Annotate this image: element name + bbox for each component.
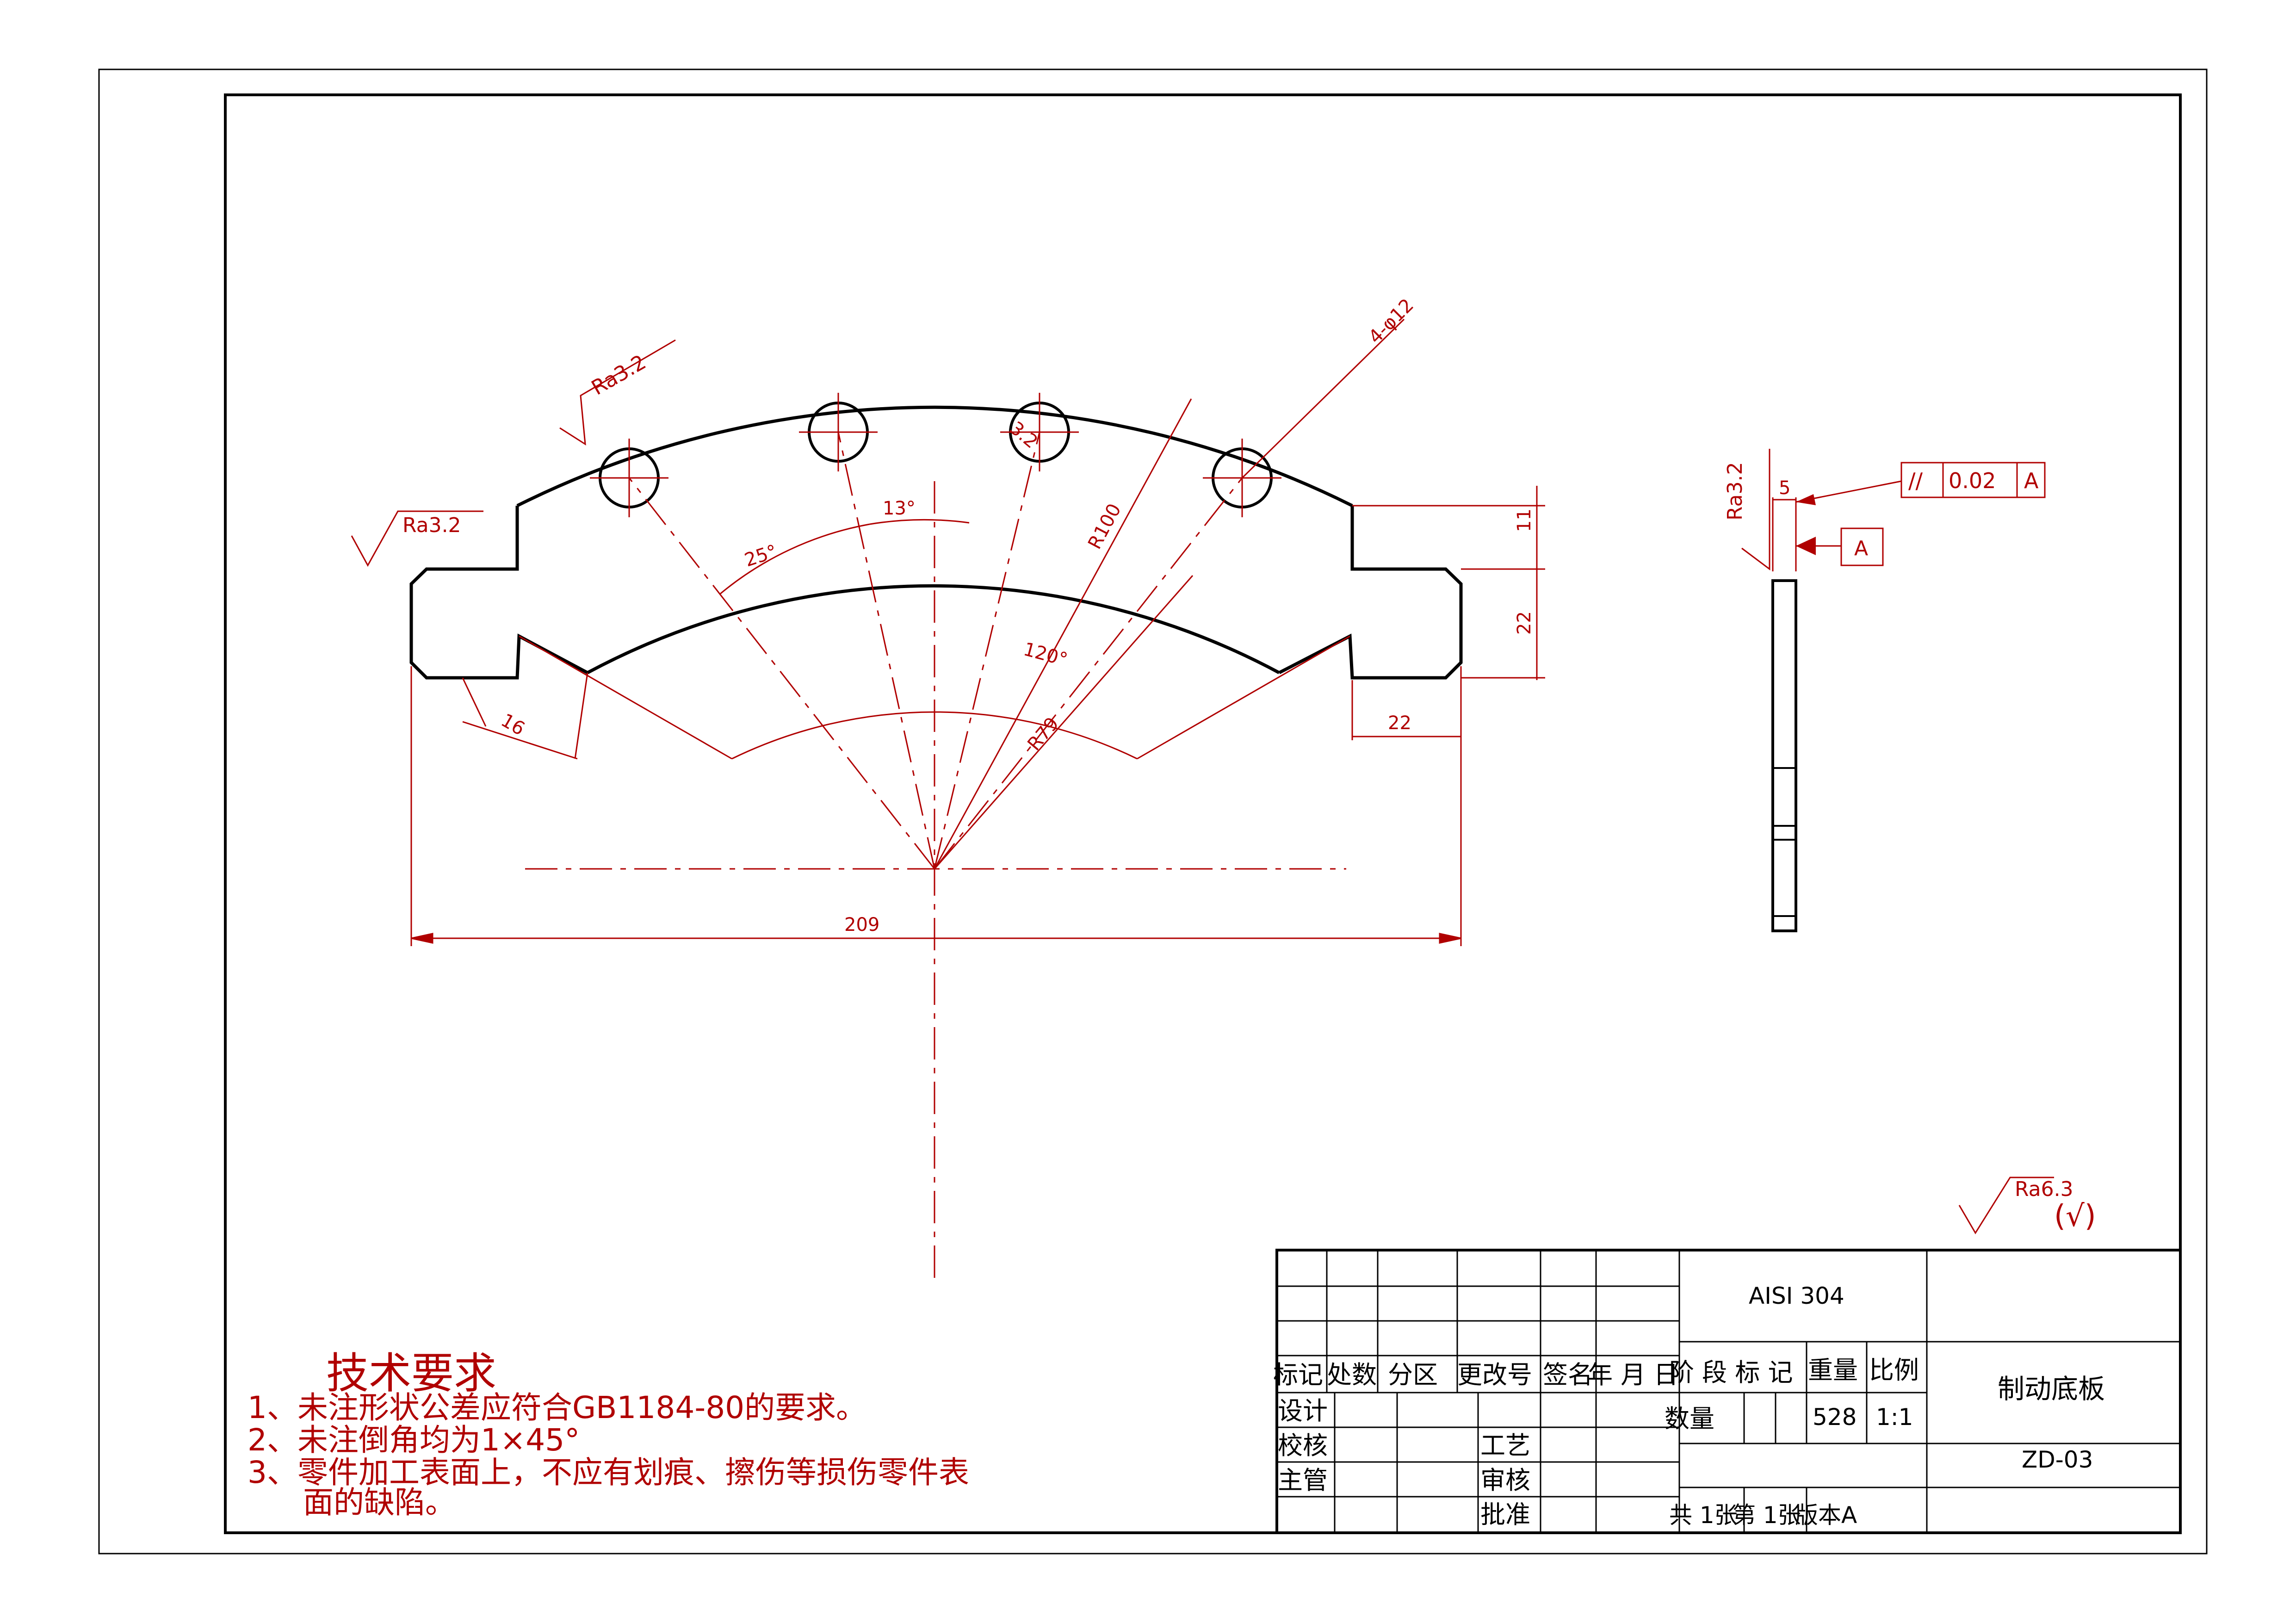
header-date: 年 月 日 (1588, 1360, 1678, 1389)
header-zone: 分区 (1388, 1360, 1438, 1389)
role-approve: 批准 (1480, 1500, 1530, 1529)
weight-value: 528 (1813, 1404, 1857, 1431)
tech-req-line: 面的缺陷。 (303, 1485, 456, 1520)
header-mark: 标记 (1273, 1360, 1323, 1389)
finish-left: Ra3.2 (402, 514, 461, 537)
role-check: 校核 (1278, 1431, 1328, 1460)
right-profile (1278, 506, 1463, 680)
role-process: 工艺 (1480, 1431, 1530, 1460)
stage-label: 阶 段 标 记 (1669, 1358, 1793, 1387)
finish-side-view: Ra3.2 (1723, 462, 1747, 520)
tech-req-line: 2、未注倒角均为1×45° (248, 1422, 580, 1458)
dim-holes: 4-φ12 (1365, 295, 1418, 348)
dim-notch-16: 16 (497, 710, 528, 740)
dim-overall-width: 209 (844, 914, 879, 935)
drawing-number: ZD-03 (2022, 1446, 2093, 1473)
scale-label: 比例 (1869, 1356, 1919, 1385)
side-view: 5 A // 0.02 A (1771, 462, 2046, 932)
hole-centermarks (590, 393, 1281, 517)
left-profile (409, 506, 588, 680)
finish-general-suffix: (√) (2054, 1199, 2096, 1233)
dim-angle-13: 13° (883, 498, 916, 519)
weight-label: 重量 (1808, 1356, 1858, 1385)
header-count: 处数 (1327, 1360, 1377, 1389)
radial-line (628, 477, 935, 869)
outer-border (98, 68, 2208, 1555)
tech-req-title: 技术要求 (326, 1349, 496, 1398)
title-block: AISI 304 制动底板 ZD-03 标记 处数 分区 更改号 签名 年 月 … (1273, 1249, 2182, 1534)
inner-arc (587, 584, 1280, 675)
dim-angle-25: 25° (742, 541, 780, 571)
dim-step-11: 11 (1514, 508, 1535, 532)
role-manage: 主管 (1278, 1466, 1328, 1495)
version: 版本A (1795, 1502, 1857, 1529)
header-sign: 签名 (1543, 1360, 1593, 1389)
center-lines (525, 432, 1346, 1282)
inner-border (224, 93, 2182, 1534)
finish-general: Ra6.3 (2015, 1177, 2073, 1201)
radial-line (837, 432, 935, 869)
role-design: 设计 (1278, 1396, 1328, 1425)
datum-a: A (1854, 537, 1868, 560)
mounting-holes (590, 393, 1281, 517)
tolerance-datum: A (2024, 468, 2039, 493)
role-review: 审核 (1480, 1466, 1530, 1495)
scale-value: 1:1 (1876, 1404, 1913, 1431)
part-name: 制动底板 (1998, 1373, 2105, 1405)
radial-line (934, 432, 1040, 869)
tolerance-value: 0.02 (1949, 468, 1996, 493)
finish-top-left: Ra3.2 (588, 350, 650, 400)
surface-finish-symbols: Ra3.2 Ra3.2 Ra3.2 Ra6.3 (√) (351, 339, 2096, 1234)
front-view (409, 393, 1463, 680)
header-change: 更改号 (1457, 1360, 1532, 1389)
sheet-number: 第 1张 (1733, 1502, 1801, 1529)
tolerance-symbol: // (1908, 468, 1923, 493)
dim-tab-22: 22 (1388, 712, 1411, 734)
tech-req-line: 1、未注形状公差应符合GB1184-80的要求。 (248, 1390, 866, 1425)
dim-outer-radius: R100 (1084, 500, 1126, 553)
dimension-lines (410, 318, 1545, 946)
material: AISI 304 (1749, 1282, 1844, 1309)
dimension-texts: 209 16 22 22 11 R100 R79 25° 13° 120° 4-… (497, 295, 1535, 935)
dim-tab-height-22: 22 (1514, 611, 1535, 635)
side-thickness: 5 (1779, 477, 1790, 499)
outer-arc (516, 405, 1353, 508)
radial-line (934, 477, 1243, 869)
quantity-label: 数量 (1665, 1404, 1714, 1433)
tech-req-line: 3、零件加工表面上，不应有划痕、擦伤等损伤零件表 (248, 1455, 969, 1490)
technical-requirements: 技术要求 1、未注形状公差应符合GB1184-80的要求。 2、未注倒角均为1×… (248, 1349, 969, 1520)
sheets-total: 共 1张 (1669, 1502, 1738, 1529)
